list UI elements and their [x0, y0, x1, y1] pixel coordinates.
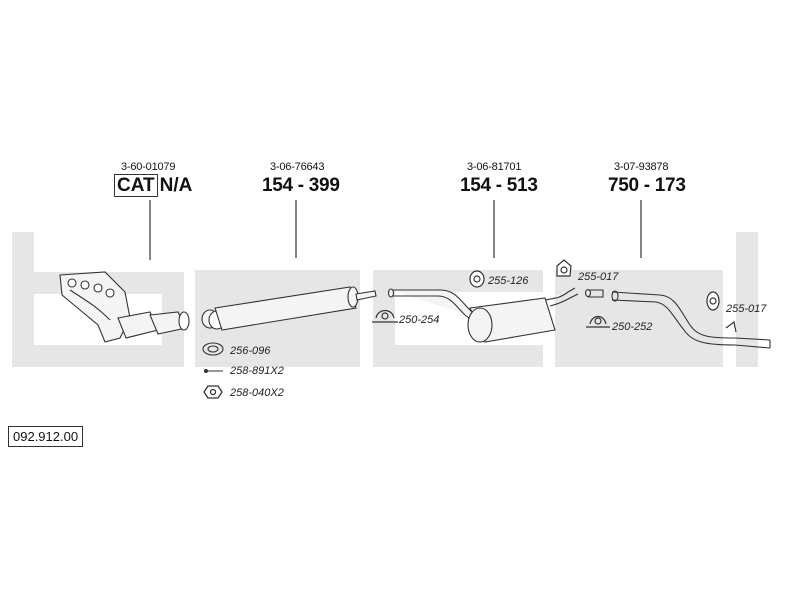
watermark-block: [373, 270, 543, 292]
cat-box-label: CAT: [114, 174, 158, 197]
watermark-block: [373, 345, 543, 367]
part-label-256-096: 256-096: [230, 345, 271, 357]
cat-value: N/A: [159, 175, 193, 196]
part-label-255-017-a: 255-017: [578, 271, 619, 283]
gasket-256-096-icon: [202, 342, 224, 356]
ref-number-front-pipe: 3-06-76643: [270, 161, 325, 173]
part-label-258-891: 258-891X2: [230, 365, 284, 377]
watermark-block: [34, 345, 184, 367]
rear-pipe-drawing: [584, 288, 771, 349]
part-number-rear-pipe: 750 - 173: [608, 175, 686, 196]
part-number-middle-silencer: 154 - 513: [460, 175, 538, 196]
hanger-255-126-icon: [469, 270, 485, 288]
diagram-id: 092.912.00: [8, 426, 84, 447]
ref-number-middle-silencer: 3-06-81701: [467, 161, 522, 173]
hanger-255-017-a-icon: [556, 259, 572, 277]
part-label-250-254: 250-254: [399, 314, 440, 326]
part-label-255-126: 255-126: [488, 275, 529, 287]
part-label-258-040: 258-040X2: [230, 387, 284, 399]
middle-silencer-drawing: [387, 287, 579, 343]
front-silencer-drawing: [201, 286, 377, 331]
part-label-250-252: 250-252: [612, 321, 653, 333]
clamp-250-252-icon: [586, 315, 610, 328]
nut-258-040-icon: [203, 385, 223, 399]
part-number-front-pipe: 154 - 399: [262, 175, 340, 196]
watermark-block: [736, 232, 758, 367]
watermark-block: [12, 232, 34, 367]
ref-number-rear-pipe: 3-07-93878: [614, 161, 669, 173]
watermark-block: [555, 270, 723, 367]
part-label-255-017-b: 255-017: [726, 303, 767, 315]
clamp-250-254-icon: [372, 309, 398, 323]
bolt-258-891-icon: [204, 369, 223, 373]
ref-number-cat: 3-60-01079: [121, 161, 176, 173]
hanger-255-017-b-icon: [706, 291, 737, 333]
catalytic-converter-drawing: [59, 271, 190, 343]
